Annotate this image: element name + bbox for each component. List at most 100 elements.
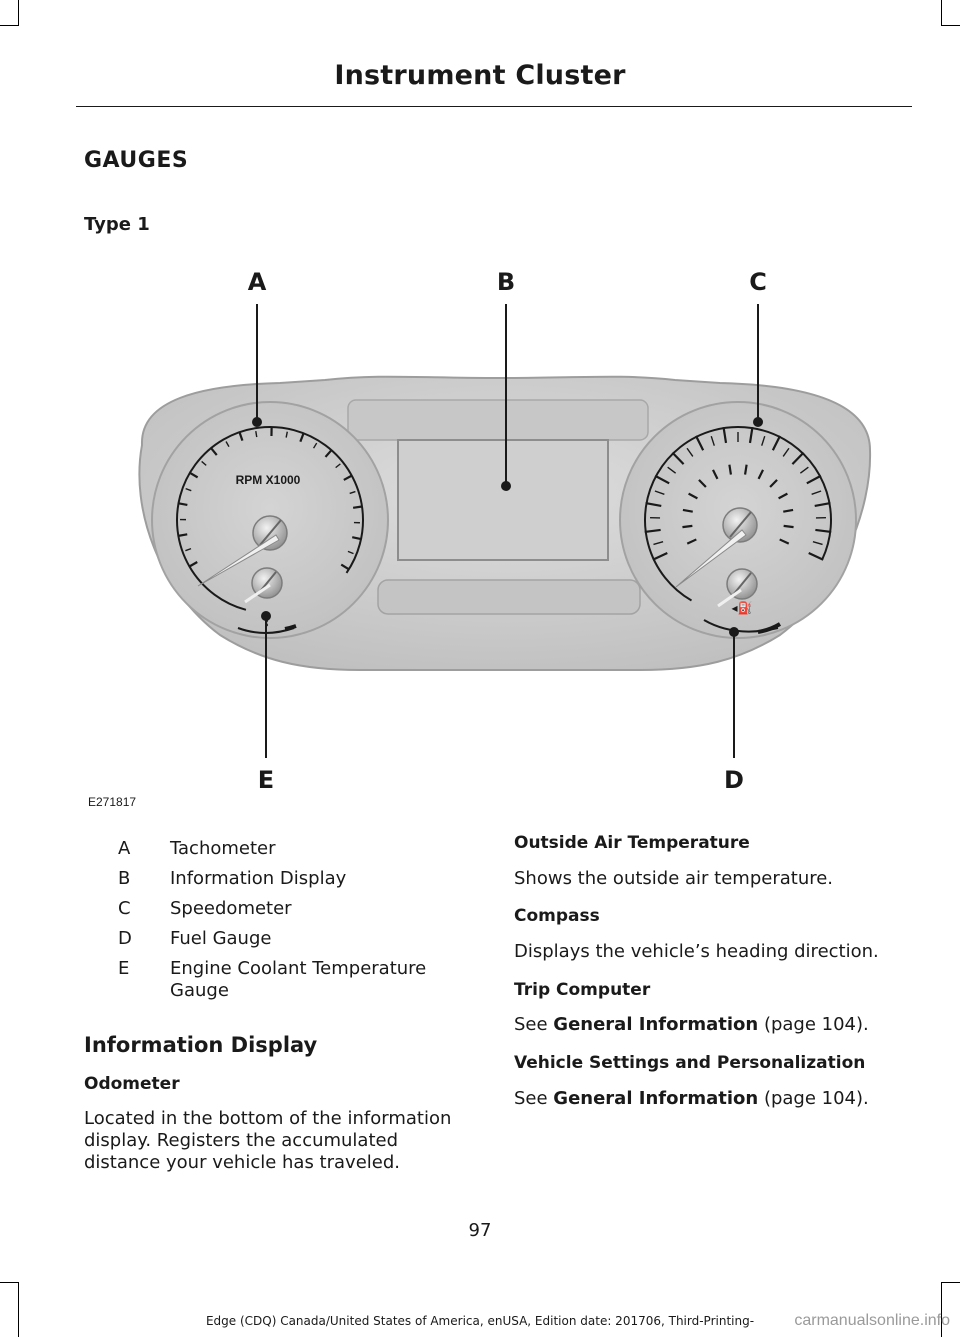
gauge-tick [238, 431, 244, 442]
gauge-tick [654, 474, 670, 485]
gauge-tick [255, 431, 258, 438]
gauge-tick [667, 466, 677, 474]
page-reference: (page 104). [758, 1014, 869, 1035]
figure-legend: A Tachometer B Information Display C Spe… [118, 838, 478, 1010]
legend-letter: B [118, 868, 131, 889]
gauge-tick [695, 435, 705, 451]
page-number: 97 [468, 1220, 492, 1241]
general-information-link[interactable]: General Information [553, 1088, 759, 1109]
gauge-inner-dash [688, 492, 698, 500]
gauge-tick [710, 435, 715, 446]
legend-text: Tachometer [170, 838, 276, 859]
see-label: See [514, 1014, 554, 1035]
gauge-tick [748, 426, 754, 444]
gauge-inner-dash [711, 469, 719, 480]
tach-label: RPM X1000 [236, 473, 301, 487]
crop-mark [941, 1282, 942, 1337]
gauge-inner-dash [698, 479, 707, 488]
compass-heading: Compass [514, 906, 600, 926]
crop-mark [0, 25, 18, 26]
gauge-tick [324, 449, 333, 458]
header-divider [76, 106, 912, 107]
gauge-inner-dash [682, 524, 693, 529]
gauge-tick [791, 451, 805, 465]
speedo-needle [675, 529, 747, 588]
crop-mark [0, 1282, 18, 1283]
gauge-inner-dash [757, 469, 765, 480]
figure-code: E271817 [88, 795, 137, 809]
callout-c: C [749, 268, 767, 296]
gauge-tick [335, 463, 341, 469]
top-slot [347, 399, 649, 441]
general-information-link[interactable]: General Information [553, 1014, 759, 1035]
see-label: See [514, 1088, 554, 1109]
page-header-title: Instrument Cluster [334, 60, 626, 91]
outside-air-text: Shows the outside air temperature. [514, 868, 834, 889]
crop-mark [942, 25, 960, 26]
information-display-heading: Information Display [84, 1033, 318, 1057]
legend-text: Information Display [170, 868, 347, 889]
gauge-tick [210, 447, 218, 456]
gauge-tick [178, 533, 188, 537]
vehicle-settings-text: See General Information (page 104). [514, 1088, 869, 1110]
gauge-tick [771, 435, 781, 451]
gauge-tick [285, 431, 288, 438]
gauge-inner-dash [686, 538, 697, 545]
gauge-tick [189, 471, 199, 479]
callout-b: B [497, 268, 515, 296]
gauge-tick [814, 501, 831, 508]
gauge-tick [343, 474, 353, 481]
legend-letter: D [118, 928, 132, 949]
gauge-tick [654, 490, 665, 495]
legend-item: A Tachometer [118, 838, 478, 860]
gauge-tick [811, 490, 822, 495]
gauge-tick [347, 550, 354, 555]
callouts: A B C D E [248, 268, 767, 794]
gauge-tick [351, 536, 362, 541]
legend-item: C Speedometer [118, 898, 478, 920]
gauge-tick [761, 435, 766, 446]
gauge-tick [349, 490, 356, 495]
legend-letter: C [118, 898, 131, 919]
crop-mark [941, 0, 942, 26]
trip-computer-text: See General Information (page 104). [514, 1014, 869, 1036]
gauge-inner-dash [783, 524, 794, 529]
gauge-tick [201, 460, 207, 466]
instrument-cluster-illustration: RPM X1000 ⌇ ◂⛽ [80, 250, 920, 820]
section-subtitle: Type 1 [84, 214, 150, 235]
gauge-tick [312, 442, 318, 449]
trip-computer-heading: Trip Computer [514, 980, 651, 1000]
gauge-tick [178, 502, 188, 507]
gauge-tick [352, 505, 363, 509]
gauge-tick [645, 501, 662, 508]
crop-mark [942, 1282, 960, 1283]
gauge-inner-dash [728, 464, 733, 475]
gauge-tick [722, 426, 728, 444]
outside-air-heading: Outside Air Temperature [514, 833, 750, 853]
gauge-tick [185, 487, 192, 492]
information-display-screen [397, 439, 609, 561]
gauge-tick [340, 563, 350, 571]
odometer-heading: Odometer [84, 1074, 180, 1094]
vehicle-settings-heading: Vehicle Settings and Personalization [514, 1053, 866, 1073]
gauge-inner-dash [778, 492, 788, 500]
gauge-tick [653, 541, 664, 546]
page-footer: Edge (CDQ) Canada/United States of Ameri… [205, 1314, 755, 1328]
gauge-tick [644, 528, 661, 534]
coolant-needle [244, 583, 271, 604]
legend-item: D Fuel Gauge [118, 928, 478, 950]
gauge-tick [188, 561, 198, 568]
legend-item: B Information Display [118, 868, 478, 890]
gauge-tick [185, 547, 192, 552]
legend-text: Speedometer [170, 898, 292, 919]
gauge-tick [686, 447, 694, 457]
speed-ticks [644, 426, 832, 561]
callout-a: A [248, 268, 267, 296]
speedometer: ◂⛽ [619, 401, 857, 639]
page-reference: (page 104). [758, 1088, 869, 1109]
bottom-slot [377, 579, 641, 615]
gauge-tick [671, 451, 685, 465]
gauge-inner-dash [743, 464, 748, 475]
gauge-inner-dash [682, 508, 693, 513]
legend-item: E Engine Coolant Temperature Gauge [118, 958, 478, 1002]
